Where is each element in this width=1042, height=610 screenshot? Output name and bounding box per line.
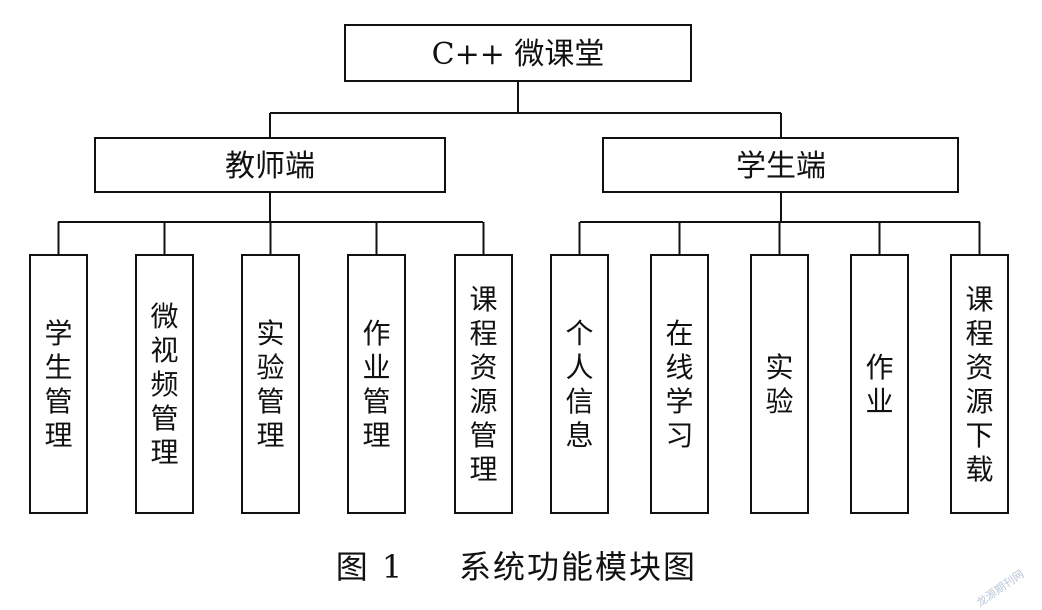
leaf-box <box>850 254 909 514</box>
teacher-box <box>94 137 446 193</box>
leaf-box <box>550 254 609 514</box>
root-label: C++ 微课堂 <box>432 37 605 72</box>
leaf-box <box>650 254 709 514</box>
student-label: 学生端 <box>736 149 826 184</box>
leaf-box <box>347 254 406 514</box>
leaf-label: 课程资源管理 <box>469 283 497 486</box>
leaf-box <box>135 254 194 514</box>
watermark: 龙源期刊网 <box>973 566 1026 609</box>
leaf-box <box>241 254 300 514</box>
root-node: C++ 微课堂 <box>344 24 692 82</box>
leaf-box <box>750 254 809 514</box>
leaf-label: 作业管理 <box>362 317 390 452</box>
student-leaves: 个人信息 在线学习 实验 作业 课程资源下载 <box>550 222 1009 514</box>
leaf-label: 微视频管理 <box>150 300 178 469</box>
leaf-box <box>950 254 1009 514</box>
caption-number: 图 1 <box>336 548 405 586</box>
teacher-label: 教师端 <box>225 149 315 184</box>
leaf-label: 课程资源下载 <box>965 283 993 486</box>
student-node: 学生端 <box>602 137 959 193</box>
leaf-label: 实验 <box>765 351 793 418</box>
leaf-box <box>454 254 513 514</box>
leaf-label: 学生管理 <box>44 317 72 452</box>
caption-title: 系统功能模块图 <box>459 548 697 586</box>
teacher-node: 教师端 <box>94 137 446 193</box>
leaf-label: 个人信息 <box>565 317 593 452</box>
student-box <box>602 137 959 193</box>
leaf-label: 作业 <box>865 351 893 418</box>
leaf-label: 实验管理 <box>256 317 284 452</box>
teacher-leaves: 学生管理 微视频管理 实验管理 作业管理 课程资源管理 <box>29 222 513 514</box>
root-box <box>344 24 692 82</box>
leaf-label: 在线学习 <box>665 317 693 452</box>
leaf-box <box>29 254 88 514</box>
